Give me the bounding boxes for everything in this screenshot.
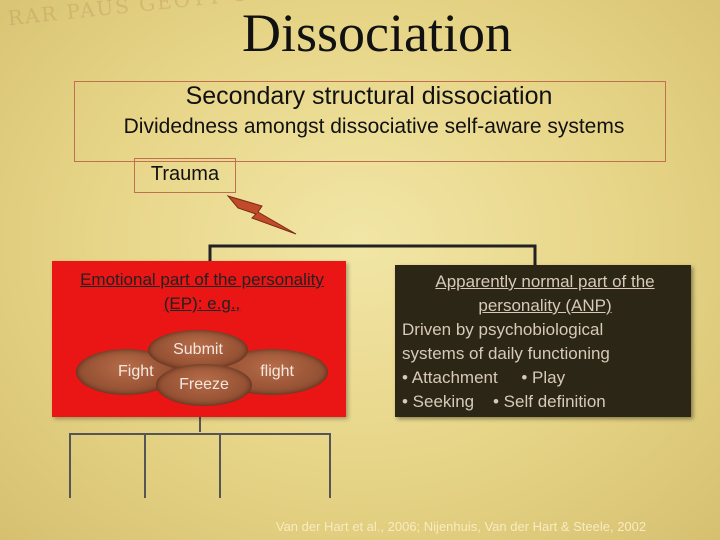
anp-description: Driven by psychobiological systems of da… [402, 318, 692, 414]
ep-sub-bracket [69, 433, 331, 498]
subtitle: Secondary structural dissociation [185, 82, 553, 110]
trauma-label: Trauma [150, 163, 220, 185]
lightning-bolt-icon [226, 195, 297, 235]
ep-title: Emotional part of the personality (EP): … [80, 270, 324, 313]
flight-label: flight [260, 363, 294, 380]
freeze-label: Freeze [179, 376, 229, 393]
anp-box [395, 265, 691, 417]
anp-line: Driven by psychobiological [402, 320, 604, 339]
anp-line: • Seeking • Self definition [402, 392, 606, 411]
tree-top-bracket [208, 244, 537, 266]
slide-title: Dissociation [242, 3, 512, 63]
anp-line: • Attachment • Play [402, 368, 566, 387]
fight-label: Fight [118, 363, 154, 380]
subtitle-box [74, 81, 666, 162]
freeze-ellipse: Freeze [156, 364, 252, 406]
submit-label: Submit [173, 341, 223, 358]
anp-title: Apparently normal part of the personalit… [435, 272, 655, 315]
trauma-box: Trauma [134, 158, 236, 193]
submit-ellipse: Submit [148, 330, 248, 370]
citation: Van der Hart et al., 2006; Nijenhuis, Va… [275, 519, 647, 534]
description: Dividedness amongst dissociative self-aw… [123, 115, 625, 138]
anp-line: systems of daily functioning [402, 344, 610, 363]
